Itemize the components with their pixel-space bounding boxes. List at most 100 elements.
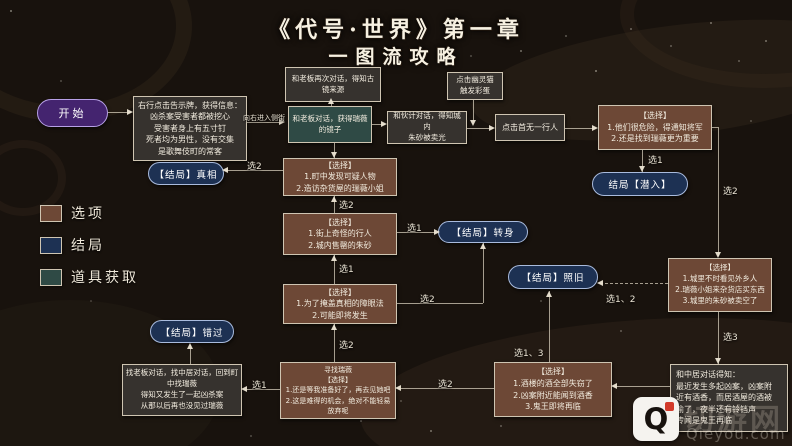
choice-town-rumors: 【选择】 1.城里不时看见外乡人 2.瑞薇小姐来杂货店买东西 3.城里的朱砂被卖… bbox=[668, 258, 772, 312]
node-notice-board-info: 右行点击告示牌，获得信息： 凶杀案受害者都被挖心 受害者身上有五寸钉 死者均为男… bbox=[133, 96, 247, 161]
arrowhead bbox=[715, 252, 721, 258]
arrowhead bbox=[187, 343, 193, 349]
edge-label: 选2 bbox=[438, 380, 453, 390]
connector-line bbox=[565, 128, 596, 129]
node-obtain-mirror: 和老板对话，获得瑞薇 的镜子 bbox=[288, 106, 372, 143]
edge-label: 选2 bbox=[339, 201, 354, 211]
legend-item-choice: 选项 bbox=[40, 203, 105, 223]
connector-line bbox=[190, 345, 191, 364]
connector-line-dashed bbox=[600, 283, 668, 284]
edge-label: 选1 bbox=[252, 381, 267, 391]
connector-line bbox=[334, 255, 335, 284]
connector-line bbox=[334, 143, 335, 158]
star-dots-decoration bbox=[10, 10, 12, 12]
choice-seek-ruiwei: 寻找瑞薇 【选择】 1.还是等我准备好了，再去见她吧 2.这是难得的机会，绝对不… bbox=[280, 362, 396, 419]
connector-line bbox=[712, 127, 718, 128]
edge-label: 选1 bbox=[339, 265, 354, 275]
connector-line bbox=[108, 112, 131, 113]
site-logo: Q bbox=[633, 397, 679, 441]
connector-line bbox=[397, 232, 438, 233]
arrowhead bbox=[611, 383, 617, 389]
choice-notify-general: 【选择】 1.他们很危险，得通知将军 2.还是找到瑞薇更为重要 bbox=[598, 105, 712, 150]
node-clerk-dialog: 和伙计对话，得知城内 朱砂被卖光 bbox=[387, 111, 467, 144]
arrowhead bbox=[592, 125, 598, 131]
edge-label-side-street: 向右进入侧街 bbox=[243, 114, 285, 122]
arrowhead bbox=[279, 119, 285, 125]
node-missed-her-info: 找老板对话，找中居对话，回到町 中找瑞薇 得知又发生了一起凶杀案 从那以后再也没… bbox=[122, 364, 242, 416]
legend-label: 结局 bbox=[71, 238, 105, 254]
arrowhead bbox=[480, 243, 486, 249]
connector-line bbox=[467, 128, 493, 129]
connector-line bbox=[718, 127, 719, 256]
node-start: 开始 bbox=[37, 99, 108, 127]
arrowhead bbox=[222, 167, 228, 173]
ending-as-usual: 【结局】照旧 bbox=[508, 265, 598, 289]
legend-label: 道具获取 bbox=[71, 270, 139, 286]
arrowhead bbox=[328, 98, 334, 104]
legend-label: 选项 bbox=[71, 206, 105, 222]
edge-label: 选3 bbox=[723, 333, 738, 343]
arrowhead bbox=[597, 280, 603, 286]
connector-line bbox=[614, 386, 670, 387]
arrowhead bbox=[639, 166, 645, 172]
ending-infiltrate: 结局【潜入】 bbox=[592, 172, 688, 196]
connector-line bbox=[483, 243, 484, 303]
arrowhead bbox=[434, 229, 440, 235]
connector-line bbox=[334, 196, 335, 213]
logo-red-accent bbox=[665, 402, 674, 411]
connector-line bbox=[549, 291, 550, 362]
ending-truth: 【结局】真相 bbox=[148, 162, 224, 185]
edge-label: 选2 bbox=[420, 295, 435, 305]
node-nakai-dialog: 和中居对话得知： 最近发生多起凶案，凶案附 近有酒香，而居酒屋的酒被 偷了，夜半… bbox=[670, 364, 788, 432]
edge-label: 选2 bbox=[339, 341, 354, 351]
page-title: 《代号·世界》第一章 bbox=[268, 17, 524, 43]
arrowhead bbox=[331, 152, 337, 158]
legend-swatch-choice bbox=[40, 204, 62, 222]
legend-item-item-pickup: 道具获取 bbox=[40, 267, 139, 287]
connector-line bbox=[397, 303, 483, 304]
ending-missed: 【结局】错过 bbox=[150, 320, 234, 343]
edge-label: 选1 bbox=[407, 224, 422, 234]
arrowhead bbox=[331, 324, 337, 330]
edge-label: 选2 bbox=[247, 162, 262, 172]
logo-q-glyph: Q bbox=[643, 401, 669, 436]
connector-line bbox=[642, 150, 643, 172]
arrowhead bbox=[127, 109, 133, 115]
arrowhead bbox=[331, 196, 337, 202]
arrowhead bbox=[715, 358, 721, 364]
edge-label: 选2 bbox=[723, 187, 738, 197]
arrowhead bbox=[395, 385, 401, 391]
arrowhead bbox=[470, 120, 476, 126]
edge-label: 选1、2 bbox=[606, 295, 636, 305]
connector-line bbox=[398, 388, 494, 389]
connector-line bbox=[224, 170, 283, 171]
choice-strange-passerby: 【选择】 1.街上奇怪的行人 2.城内售罄的朱砂 bbox=[283, 213, 397, 255]
edge-label: 选1 bbox=[648, 156, 663, 166]
choice-suspicious-person: 【选择】 1.町中发现可疑人物 2.造访杂货屋的瑞薇小姐 bbox=[283, 158, 397, 196]
connector-line bbox=[718, 312, 719, 364]
arrowhead bbox=[241, 386, 247, 392]
connector-line bbox=[244, 389, 280, 390]
legend-swatch-ending bbox=[40, 236, 62, 254]
arrowhead bbox=[331, 255, 337, 261]
legend-swatch-item-pickup bbox=[40, 268, 62, 286]
connector-line bbox=[372, 124, 385, 125]
connector-line bbox=[247, 122, 283, 123]
connector-line bbox=[334, 324, 335, 362]
connector-line bbox=[473, 100, 474, 122]
node-headless-procession: 点击首无一行人 bbox=[495, 114, 565, 141]
edge-label: 选1、3 bbox=[514, 349, 544, 359]
node-boss-again: 和老板再次对话，得知古 镜来源 bbox=[285, 67, 381, 102]
choice-stolen-wine: 【选择】 1.酒楼的酒全部失窃了 2.凶案附近能闻到酒香 3.鬼王即将再临 bbox=[494, 362, 612, 417]
ending-turn-around: 【结局】转身 bbox=[438, 221, 528, 243]
arrowhead bbox=[546, 291, 552, 297]
watermark-site-name: 切游网 bbox=[684, 403, 783, 438]
corner-swirl-decoration bbox=[0, 140, 66, 216]
page-subtitle: 一图流攻略 bbox=[328, 46, 464, 68]
arrowhead bbox=[381, 121, 387, 127]
arrowhead bbox=[489, 125, 495, 131]
watermark-site-url: Qieyou.com bbox=[686, 425, 786, 443]
node-ghost-cat-easter-egg: 点击幽灵猫 触发彩蛋 bbox=[447, 72, 503, 100]
choice-coverup-trick: 【选择】 1.为了掩盖真相的障眼法 2.可能即将发生 bbox=[283, 284, 397, 324]
